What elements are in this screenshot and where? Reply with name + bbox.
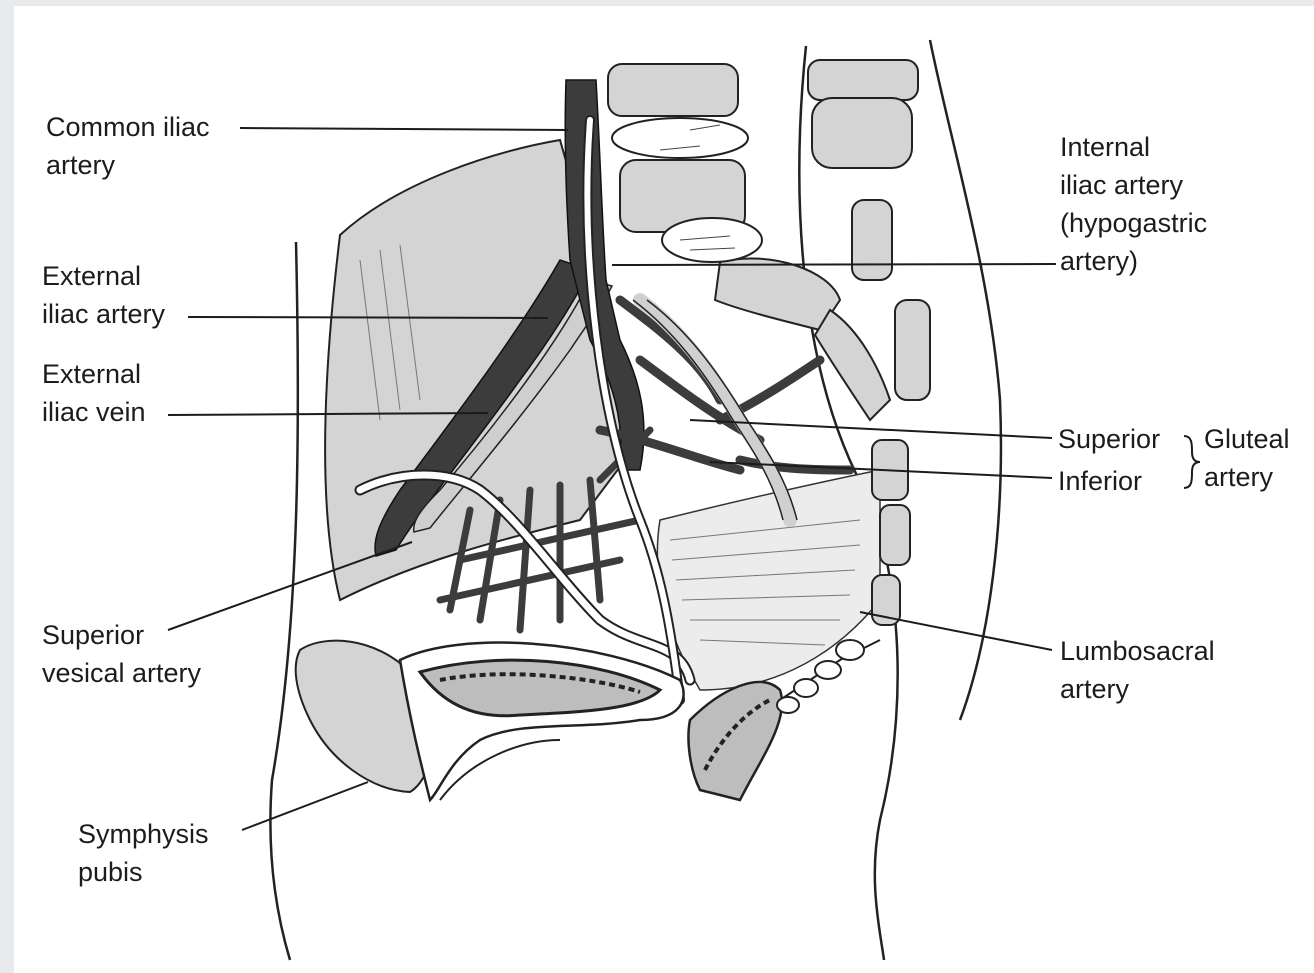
leader-internal-iliac bbox=[612, 264, 1056, 265]
label-internal-iliac-artery: Internal iliac artery (hypogastric arter… bbox=[1060, 128, 1207, 280]
leader-symphysis-pubis bbox=[242, 782, 368, 830]
leader-lumbosacral bbox=[860, 612, 1052, 650]
label-symphysis-pubis: Symphysis pubis bbox=[78, 815, 209, 891]
label-common-iliac-artery: Common iliac artery bbox=[46, 108, 210, 184]
label-external-iliac-vein: External iliac vein bbox=[42, 355, 146, 431]
label-external-iliac-artery: External iliac artery bbox=[42, 257, 165, 333]
label-gluteal-artery: Gluteal artery bbox=[1204, 420, 1290, 496]
leader-external-iliac-artery bbox=[188, 317, 548, 318]
leader-common-iliac bbox=[240, 128, 568, 130]
label-lumbosacral-artery: Lumbosacral artery bbox=[1060, 632, 1215, 708]
label-gluteal-inferior: Inferior bbox=[1058, 462, 1142, 500]
label-gluteal-superior: Superior bbox=[1058, 420, 1160, 458]
gluteal-brace bbox=[1184, 436, 1200, 488]
label-superior-vesical-artery: Superior vesical artery bbox=[42, 616, 201, 692]
